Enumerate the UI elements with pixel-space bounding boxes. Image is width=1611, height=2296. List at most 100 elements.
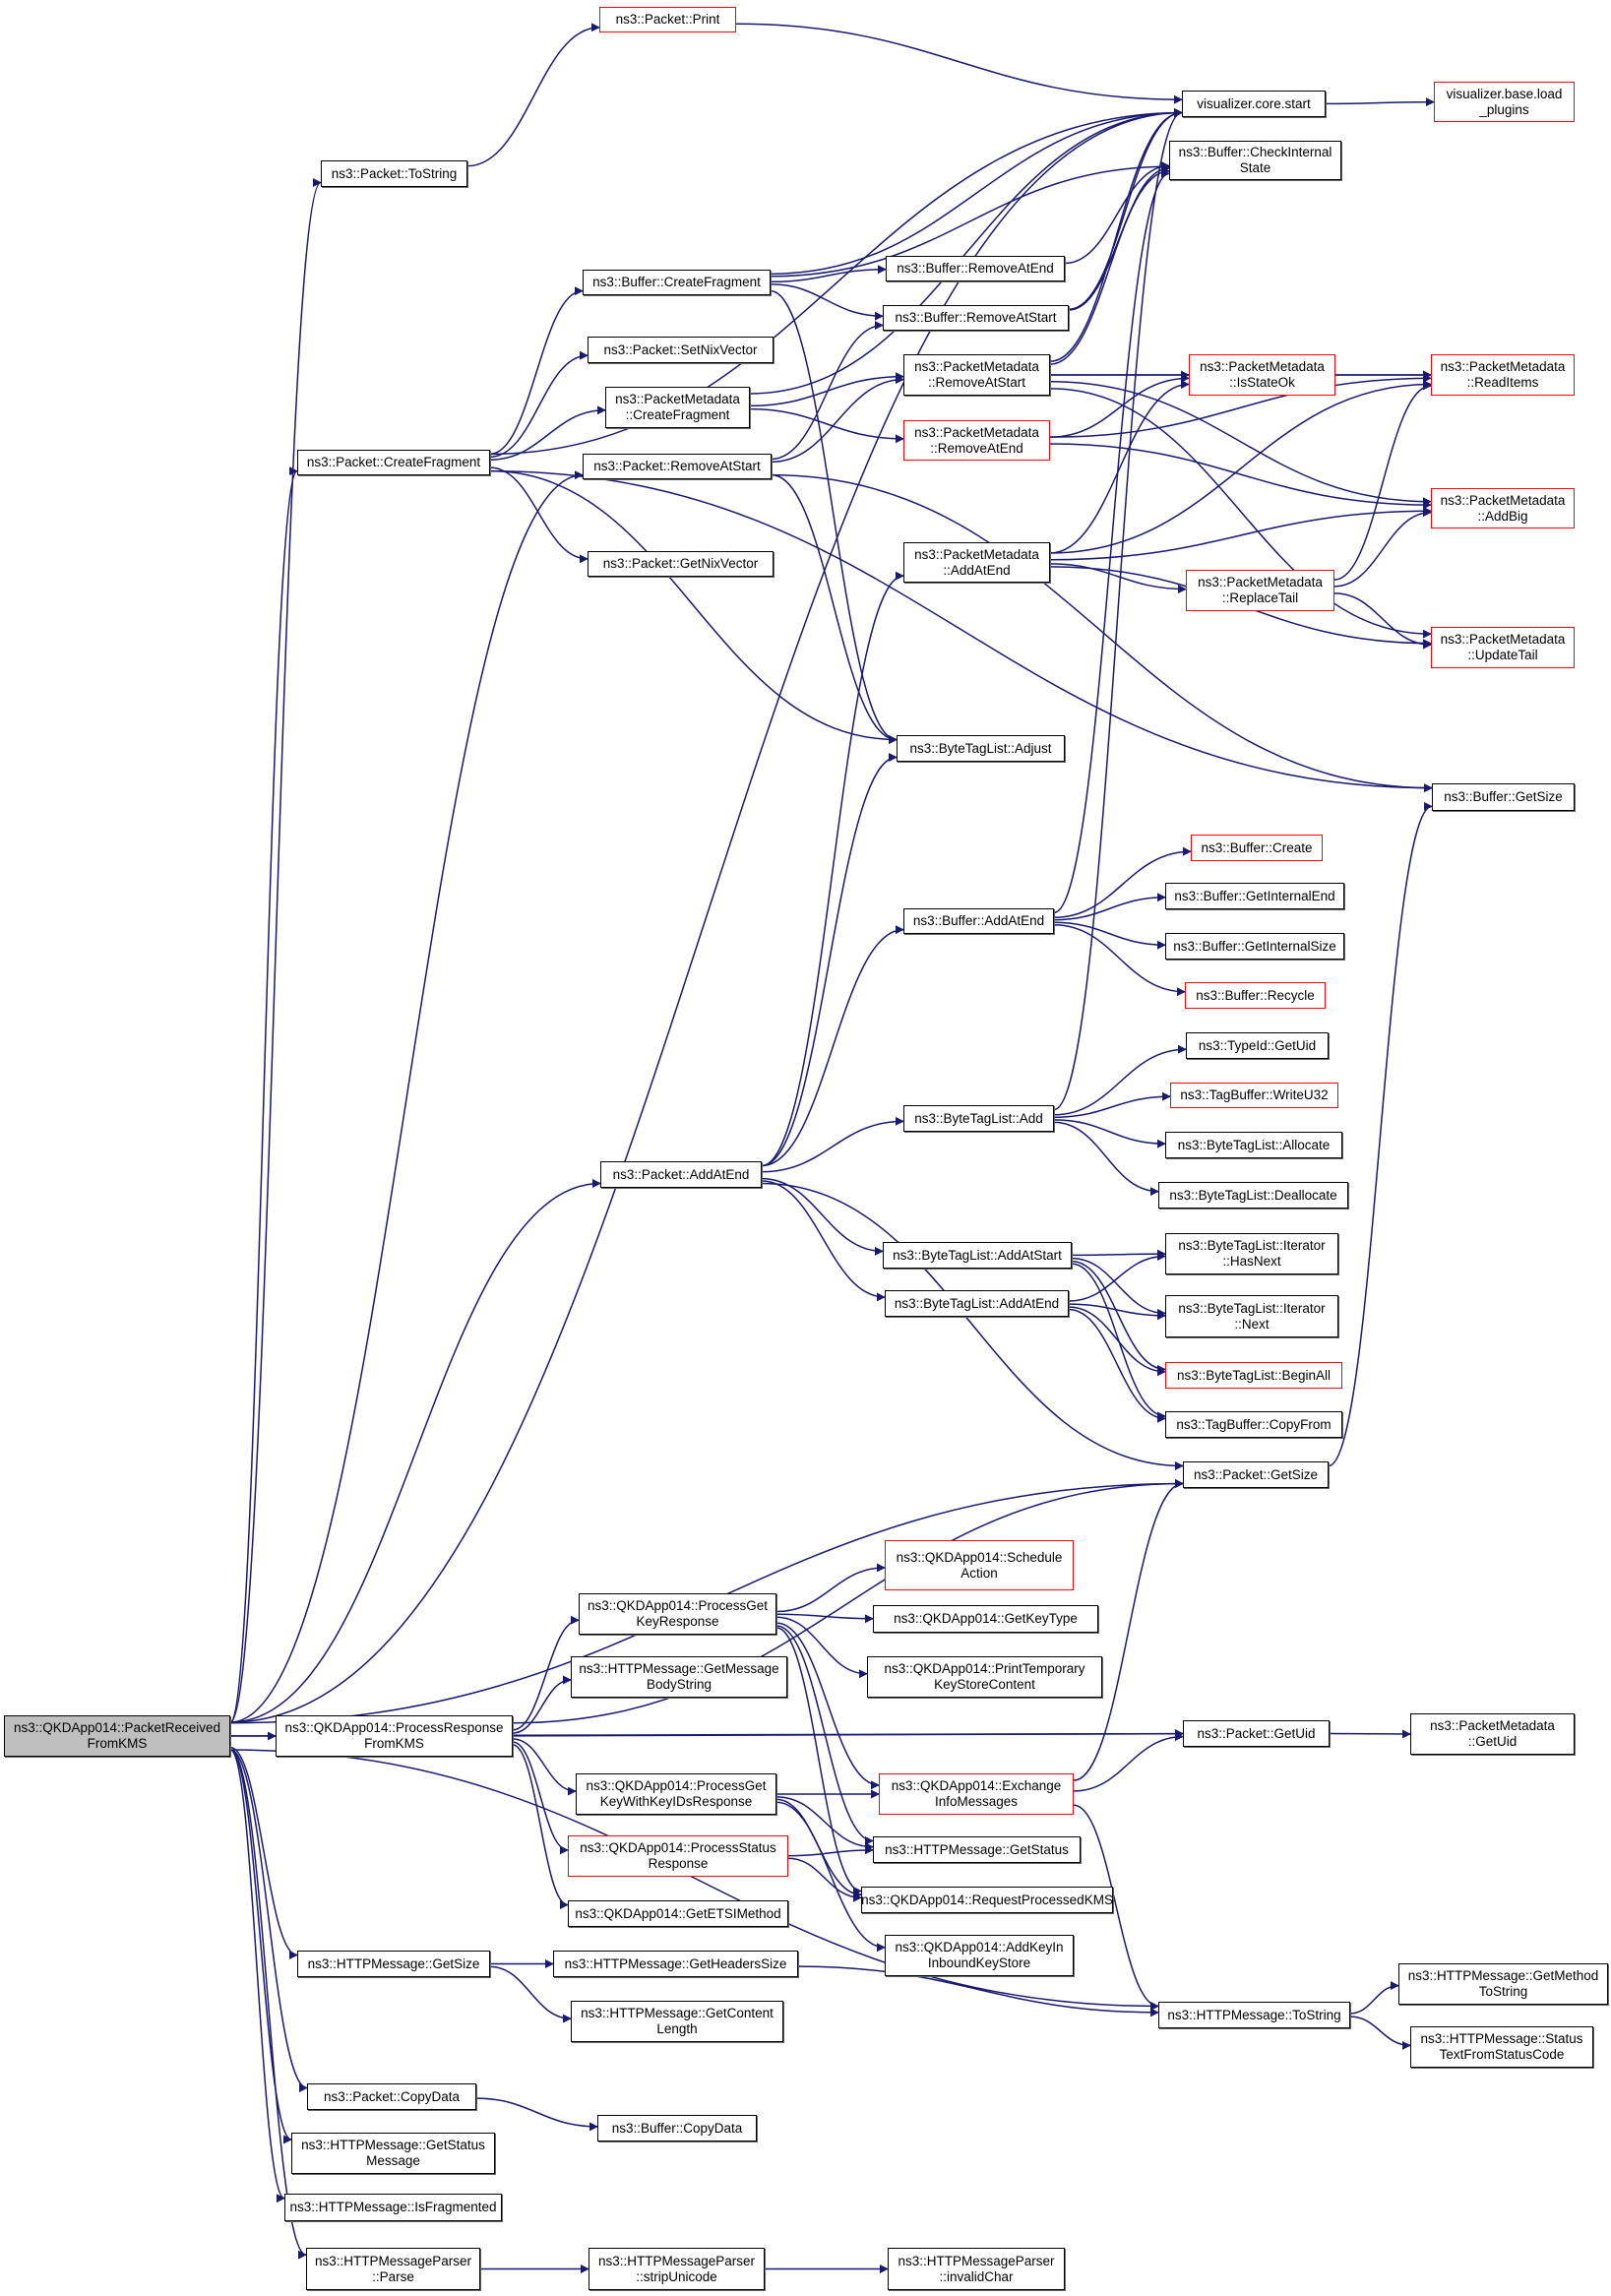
call-edge-buffer_createfragment-to-buffer_removeatend bbox=[770, 265, 887, 283]
call-edge-root-to-packet_copydata bbox=[229, 1749, 308, 2092]
call-edge-buffer_createfragment-to-vis_core_start bbox=[770, 108, 1183, 276]
call-edge-qkd_processresponsefromkms-to-qkd_getetsimethod bbox=[512, 1744, 569, 1909]
node-buffer-addatend[interactable]: ns3::Buffer::AddAtEnd bbox=[903, 908, 1054, 934]
node-httpmessageparser-stripunicode[interactable]: ns3::HTTPMessageParser ::stripUnicode bbox=[589, 2248, 765, 2290]
call-edge-packet_removeatstart-to-buffer_getsize bbox=[771, 473, 1433, 793]
call-edge-packet_createfragment-to-btl_adjust bbox=[489, 469, 898, 744]
node-httpmessage-isfragmented[interactable]: ns3::HTTPMessage::IsFragmented bbox=[284, 2194, 502, 2221]
node-packetmetadata-replacetail[interactable]: ns3::PacketMetadata ::ReplaceTail bbox=[1186, 570, 1334, 611]
call-edge-buffer_addatend-to-buffer_getinternalend bbox=[1053, 893, 1166, 921]
node-buffer-createfragment[interactable]: ns3::Buffer::CreateFragment bbox=[583, 270, 771, 295]
node-httpmessageparser-invalidchar[interactable]: ns3::HTTPMessageParser ::invalidChar bbox=[888, 2248, 1065, 2290]
node-qkdapp014-getetsimethod[interactable]: ns3::QKDApp014::GetETSIMethod bbox=[568, 1900, 788, 1927]
node-packet-addatend[interactable]: ns3::Packet::AddAtEnd bbox=[600, 1161, 762, 1188]
node-tagbuffer-copyfrom[interactable]: ns3::TagBuffer::CopyFrom bbox=[1165, 1411, 1342, 1438]
node-packet-createfragment[interactable]: ns3::Packet::CreateFragment bbox=[297, 450, 490, 475]
node-packetmetadata-getuid[interactable]: ns3::PacketMetadata ::GetUid bbox=[1410, 1713, 1575, 1755]
node-packet-getnixvector[interactable]: ns3::Packet::GetNixVector bbox=[588, 551, 774, 577]
node-packetmetadata-isstateok[interactable]: ns3::PacketMetadata ::IsStateOk bbox=[1189, 354, 1335, 396]
node-packetmetadata-readitems[interactable]: ns3::PacketMetadata ::ReadItems bbox=[1431, 354, 1575, 396]
node-buffer-recycle[interactable]: ns3::Buffer::Recycle bbox=[1185, 982, 1326, 1009]
call-edge-root-to-http_isfragmented bbox=[229, 1749, 285, 2203]
node-httpmessage-tostring[interactable]: ns3::HTTPMessage::ToString bbox=[1158, 2002, 1350, 2028]
call-edge-pm_removeatstart-to-pm_addbig bbox=[1049, 381, 1432, 507]
call-edge-qkd_processresponsefromkms-to-qkd_processstatusresponse bbox=[512, 1741, 569, 1855]
call-edge-btl_addatend-to-tagbuffer_copyfrom bbox=[1068, 1308, 1166, 1423]
node-bytetaglist-iterator-next[interactable]: ns3::ByteTagList::Iterator ::Next bbox=[1165, 1295, 1338, 1337]
node-buffer-create[interactable]: ns3::Buffer::Create bbox=[1191, 835, 1323, 861]
node-buffer-checkinternalstate[interactable]: ns3::Buffer::CheckInternal State bbox=[1169, 141, 1341, 180]
node-packetmetadata-updatetail[interactable]: ns3::PacketMetadata ::UpdateTail bbox=[1431, 627, 1575, 668]
node-packet-getsize[interactable]: ns3::Packet::GetSize bbox=[1183, 1461, 1329, 1488]
node-qkdapp014-processresponsefromkms[interactable]: ns3::QKDApp014::ProcessResponse FromKMS bbox=[276, 1715, 513, 1757]
node-packetmetadata-removeatstart[interactable]: ns3::PacketMetadata ::RemoveAtStart bbox=[903, 354, 1050, 396]
call-edge-http_tostring-to-http_statustextfromstatuscode bbox=[1349, 2016, 1411, 2050]
call-edge-qkd_processgetkeywithkeyids-to-http_getstatus bbox=[775, 1796, 874, 1852]
node-packetmetadata-addatend[interactable]: ns3::PacketMetadata ::AddAtEnd bbox=[903, 542, 1050, 583]
node-bytetaglist-beginall[interactable]: ns3::ByteTagList::BeginAll bbox=[1165, 1362, 1342, 1389]
node-bytetaglist-allocate[interactable]: ns3::ByteTagList::Allocate bbox=[1165, 1132, 1342, 1158]
node-packetmetadata-removeatend[interactable]: ns3::PacketMetadata ::RemoveAtEnd bbox=[903, 420, 1050, 461]
node-buffer-removeatend[interactable]: ns3::Buffer::RemoveAtEnd bbox=[886, 256, 1065, 281]
node-packetmetadata-createfragment[interactable]: ns3::PacketMetadata ::CreateFragment bbox=[605, 387, 750, 428]
node-qkdapp014-scheduleaction[interactable]: ns3::QKDApp014::Schedule Action bbox=[885, 1540, 1074, 1590]
call-edge-pm_removeatend-to-pm_addbig bbox=[1049, 443, 1432, 510]
node-qkdapp014-requestprocessedkms[interactable]: ns3::QKDApp014::RequestProcessedKMS bbox=[861, 1887, 1113, 1913]
node-packet-setnixvector[interactable]: ns3::Packet::SetNixVector bbox=[588, 337, 774, 363]
call-edge-pm_addatend-to-pm_addbig bbox=[1049, 506, 1432, 561]
node-packet-print[interactable]: ns3::Packet::Print bbox=[599, 7, 736, 32]
call-edge-pm_replacetail-to-pm_readitems bbox=[1333, 381, 1432, 581]
node-tagbuffer-writeu32[interactable]: ns3::TagBuffer::WriteU32 bbox=[1170, 1083, 1338, 1108]
node-qkdapp014-printtemporarykeystorecontent[interactable]: ns3::QKDApp014::PrintTemporary KeyStoreC… bbox=[867, 1656, 1102, 1698]
node-typeid-getuid[interactable]: ns3::TypeId::GetUid bbox=[1186, 1032, 1329, 1059]
node-qkdapp014-getkeytype[interactable]: ns3::QKDApp014::GetKeyType bbox=[873, 1605, 1098, 1633]
call-edge-qkd_processgetkeyresponse-to-qkd_scheduleaction bbox=[775, 1563, 886, 1613]
node-buffer-getinternalsize[interactable]: ns3::Buffer::GetInternalSize bbox=[1165, 933, 1344, 960]
call-edge-packet_removeatstart-to-buffer_removeatstart bbox=[771, 321, 884, 461]
node-qkdapp014-processstatusresponse[interactable]: ns3::QKDApp014::ProcessStatus Response bbox=[568, 1835, 788, 1877]
node-packet-copydata[interactable]: ns3::Packet::CopyData bbox=[307, 2083, 476, 2110]
node-bytetaglist-addatend[interactable]: ns3::ByteTagList::AddAtEnd bbox=[885, 1290, 1069, 1317]
node-httpmessage-getsize[interactable]: ns3::HTTPMessage::GetSize bbox=[297, 1951, 490, 1977]
node-httpmessage-getstatusmessage[interactable]: ns3::HTTPMessage::GetStatus Message bbox=[291, 2133, 495, 2174]
call-edge-btl_addatstart-to-tagbuffer_copyfrom bbox=[1071, 1263, 1166, 1421]
call-edge-packet_removeatstart-to-btl_adjust bbox=[771, 473, 898, 744]
node-buffer-copydata[interactable]: ns3::Buffer::CopyData bbox=[597, 2115, 757, 2141]
node-packetmetadata-addbig[interactable]: ns3::PacketMetadata ::AddBig bbox=[1431, 488, 1575, 528]
node-httpmessage-statustextfromstatuscode[interactable]: ns3::HTTPMessage::Status TextFromStatusC… bbox=[1410, 2026, 1593, 2068]
node-packet-getuid[interactable]: ns3::Packet::GetUid bbox=[1183, 1720, 1330, 1747]
call-edge-packet_addatend-to-packet_getsize bbox=[761, 1182, 1184, 1470]
node-packet-tostring[interactable]: ns3::Packet::ToString bbox=[321, 160, 467, 187]
node-httpmessage-getcontentlength[interactable]: ns3::HTTPMessage::GetContent Length bbox=[571, 2001, 783, 2042]
node-httpmessage-getmessagebodystring[interactable]: ns3::HTTPMessage::GetMessage BodyString bbox=[571, 1656, 787, 1698]
node-qkdapp014-processgetkeywithkeyidsresponse[interactable]: ns3::QKDApp014::ProcessGet KeyWithKeyIDs… bbox=[576, 1773, 776, 1815]
node-bytetaglist-iterator-hasnext[interactable]: ns3::ByteTagList::Iterator ::HasNext bbox=[1165, 1233, 1338, 1274]
node-visualizer-load-plugins[interactable]: visualizer.base.load _plugins bbox=[1434, 82, 1575, 122]
call-edge-btl_add-to-btl_deallocate bbox=[1053, 1121, 1159, 1197]
node-httpmessage-getmethodtostring[interactable]: ns3::HTTPMessage::GetMethod ToString bbox=[1398, 1963, 1608, 2005]
call-edge-qkd_processgetkeywithkeyids-to-qkd_addkeyininboundkeystore bbox=[775, 1801, 886, 1953]
node-bytetaglist-deallocate[interactable]: ns3::ByteTagList::Deallocate bbox=[1158, 1182, 1348, 1209]
node-buffer-removeatstart[interactable]: ns3::Buffer::RemoveAtStart bbox=[883, 305, 1069, 331]
call-edge-pm_addatend-to-pm_isstateok bbox=[1049, 380, 1190, 554]
node-bytetaglist-adjust[interactable]: ns3::ByteTagList::Adjust bbox=[897, 735, 1065, 762]
call-edge-pm_createfragment-to-pm_removeatend bbox=[749, 407, 904, 444]
node-qkdapp014-addkeyininboundkeystore[interactable]: ns3::QKDApp014::AddKeyIn InboundKeyStore bbox=[885, 1935, 1074, 1976]
node-buffer-getinternalend[interactable]: ns3::Buffer::GetInternalEnd bbox=[1165, 883, 1344, 909]
call-edge-btl_addatstart-to-btl_it_next bbox=[1071, 1257, 1166, 1318]
node-bytetaglist-add[interactable]: ns3::ByteTagList::Add bbox=[903, 1105, 1054, 1132]
node-packet-removeatstart[interactable]: ns3::Packet::RemoveAtStart bbox=[583, 454, 772, 479]
node-httpmessage-getheaderssize[interactable]: ns3::HTTPMessage::GetHeadersSize bbox=[553, 1951, 798, 1977]
call-edge-buffer_createfragment-to-buffer_removeatstart bbox=[770, 283, 884, 321]
node-buffer-getsize[interactable]: ns3::Buffer::GetSize bbox=[1432, 783, 1575, 811]
node-bytetaglist-addatstart[interactable]: ns3::ByteTagList::AddAtStart bbox=[883, 1242, 1072, 1269]
node-httpmessageparser-parse[interactable]: ns3::HTTPMessageParser ::Parse bbox=[306, 2248, 480, 2290]
node-httpmessage-getstatus[interactable]: ns3::HTTPMessage::GetStatus bbox=[873, 1836, 1081, 1863]
node-qkdapp014-exchangeinfomessages[interactable]: ns3::QKDApp014::Exchange InfoMessages bbox=[879, 1773, 1074, 1815]
call-edge-packet_createfragment-to-packet_getnixvector bbox=[489, 466, 589, 564]
call-edge-packet_addatend-to-btl_add bbox=[761, 1116, 904, 1173]
node-visualizer-core-start[interactable]: visualizer.core.start bbox=[1182, 91, 1326, 117]
node-qkdapp014-processgetkeyresponse[interactable]: ns3::QKDApp014::ProcessGet KeyResponse bbox=[579, 1593, 776, 1635]
